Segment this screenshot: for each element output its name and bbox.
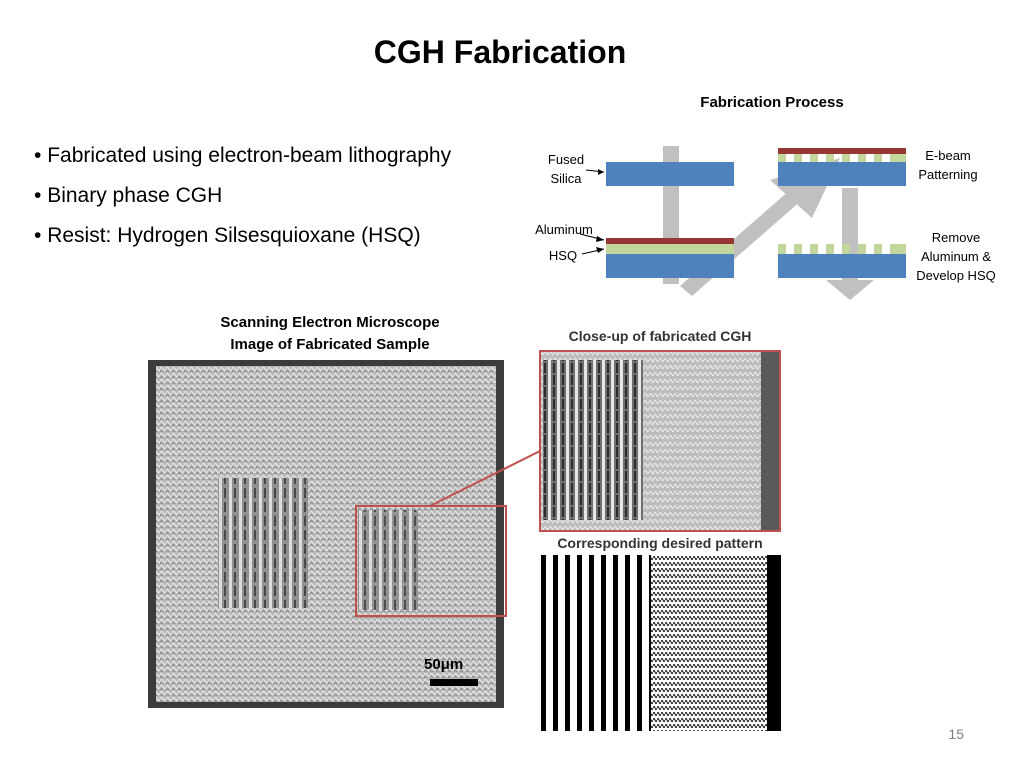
sem-coarse-region-right [358, 510, 418, 610]
label-remove-line1: Remove [931, 230, 981, 245]
scale-bar-label: 50μm [424, 656, 464, 673]
arrow-down-right-head [826, 280, 874, 300]
patterned-hsq-step3 [778, 154, 906, 162]
bullet-item: Binary phase CGH [34, 176, 451, 216]
sem-caption: Scanning Electron Microscope Image of Fa… [180, 312, 480, 356]
label-fused-line2: Silica [550, 171, 582, 186]
substrate-step4 [778, 254, 906, 278]
process-diagram [579, 146, 906, 300]
slide-title: CGH Fabrication [373, 34, 627, 70]
closeup-coarse-region [543, 360, 643, 520]
bullet-list: Fabricated using electron-beam lithograp… [34, 136, 451, 256]
label-remove-line2: Aluminum & [920, 249, 992, 264]
desired-pattern-image [541, 555, 781, 731]
bullet-item: Resist: Hydrogen Silsesquioxane (HSQ) [34, 216, 451, 256]
closeup-connector [429, 449, 543, 507]
label-fused-silica: Fused Silica [536, 150, 596, 188]
closeup-image [539, 350, 781, 532]
desired-title: Corresponding desired pattern [557, 535, 763, 551]
scale-bar [430, 679, 478, 686]
label-ebeam-line2: Patterning [918, 167, 978, 182]
process-title: Fabrication Process [700, 94, 844, 111]
substrate-step1 [606, 162, 734, 186]
sem-coarse-region-left [218, 478, 308, 608]
closeup-title: Close-up of fabricated CGH [568, 328, 752, 344]
sem-caption-line2: Image of Fabricated Sample [230, 336, 430, 353]
desired-coarse-region [541, 555, 651, 731]
substrate-step3 [778, 162, 906, 186]
aluminum-layer-step2 [606, 238, 734, 244]
label-hsq: HSQ [548, 248, 578, 263]
label-ebeam-line1: E-beam [925, 148, 971, 163]
sem-caption-line1: Scanning Electron Microscope [220, 314, 440, 331]
hsq-layer-step2 [606, 244, 734, 254]
aluminum-layer-step3 [778, 148, 906, 154]
label-remove-line3: Develop HSQ [916, 268, 996, 283]
sem-image [148, 360, 507, 708]
label-ebeam-patterning: E-beam Patterning [906, 146, 990, 184]
developed-hsq-step4 [778, 244, 906, 254]
substrate-step2 [606, 254, 734, 278]
label-aluminum: Aluminum [535, 222, 593, 237]
label-remove-develop: Remove Aluminum & Develop HSQ [906, 228, 1006, 285]
bullet-item: Fabricated using electron-beam lithograp… [34, 136, 451, 176]
page-number: 15 [948, 726, 964, 742]
label-fused-line1: Fused [547, 152, 585, 167]
